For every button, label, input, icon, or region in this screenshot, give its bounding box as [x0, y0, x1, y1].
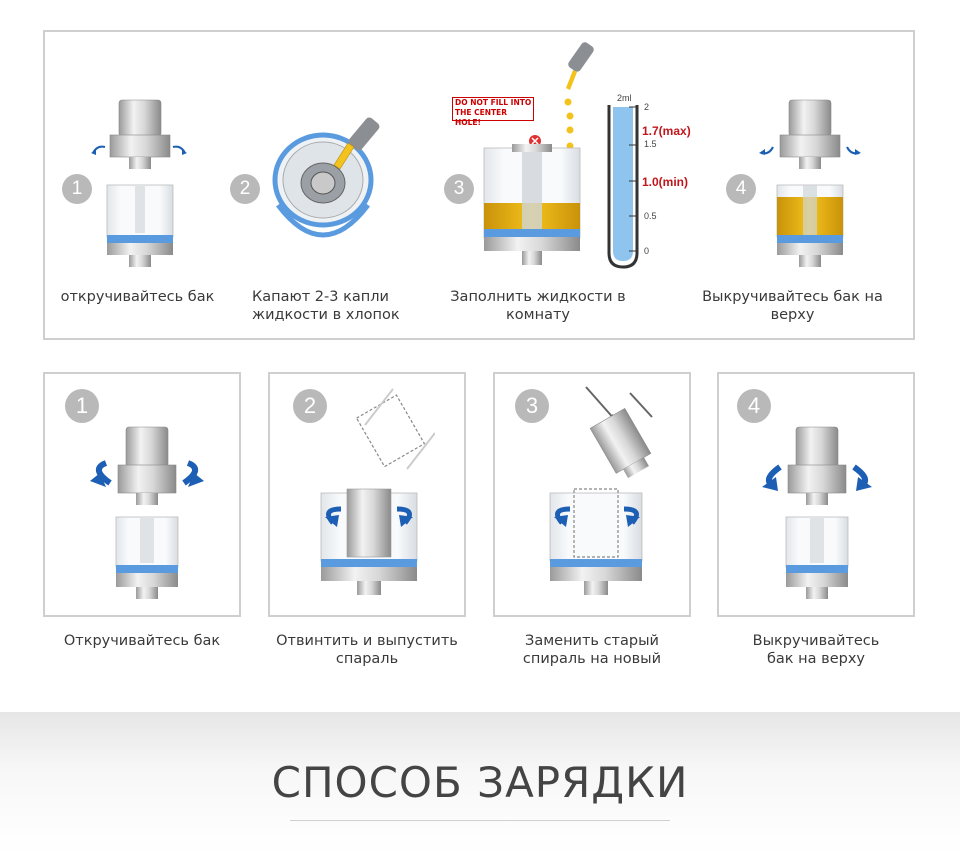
step-number-badge: 3: [444, 174, 474, 204]
step-caption: Откручивайтесь бак: [63, 633, 221, 649]
tube-tick-label: 2: [644, 102, 650, 112]
step-number-badge: 1: [65, 389, 99, 423]
footer-band: [0, 712, 960, 855]
title-underline: [290, 820, 670, 821]
tube-tick-label: 1.5: [644, 139, 657, 149]
footer-title: СПОСОБ ЗАРЯДКИ: [271, 758, 689, 807]
coil-removal-illustration: [320, 388, 435, 595]
coil-replace-illustration: [549, 386, 653, 595]
step-number-badge: 2: [293, 389, 327, 423]
step-caption: Отвинтить и выпустить спараль: [276, 633, 458, 667]
atomizer-unscrew-illustration: [90, 426, 204, 599]
fill-chamber-illustration: [483, 42, 594, 265]
dripping-coil-illustration: [272, 117, 380, 238]
step-caption: Капают 2-3 капли жидкости в хлопок: [252, 289, 400, 323]
tube-tick-label: 0: [644, 246, 650, 256]
measuring-tube: [607, 105, 639, 269]
coil-step-card: [493, 372, 691, 617]
step-number-badge: 2: [230, 174, 260, 204]
step-number-badge: 3: [515, 389, 549, 423]
step-caption: откручивайтесь бак: [60, 289, 215, 305]
atomizer-screw-on-illustration: [762, 426, 872, 599]
filling-instructions-panel: [43, 30, 915, 340]
step-caption: Заполнить жидкости в комнату: [450, 289, 626, 323]
step-number-badge: 4: [737, 389, 771, 423]
coil-step-card: [717, 372, 915, 617]
step-caption: Заменить старый спираль на новый: [522, 633, 662, 667]
atomizer-unscrew-illustration: [91, 99, 187, 267]
coil-step-card: [268, 372, 466, 617]
tube-tick-label: 0.5: [644, 211, 657, 221]
step-caption: Выкручивайтесь бак на верху: [702, 289, 883, 323]
tube-min-label: 1.0(min): [642, 175, 689, 189]
step-caption: Выкручивайтесь бак на верху: [752, 633, 880, 667]
step-number-badge: 4: [726, 174, 756, 204]
tube-max-label: 1.7(max): [642, 124, 691, 138]
tube-capacity-label: 2ml: [617, 93, 632, 103]
coil-step-card: [43, 372, 241, 617]
warning-label: DO NOT FILL INTO THE CENTER HOLE!: [452, 97, 534, 127]
step-number-badge: 1: [62, 174, 92, 204]
atomizer-screw-on-illustration: [759, 99, 861, 267]
